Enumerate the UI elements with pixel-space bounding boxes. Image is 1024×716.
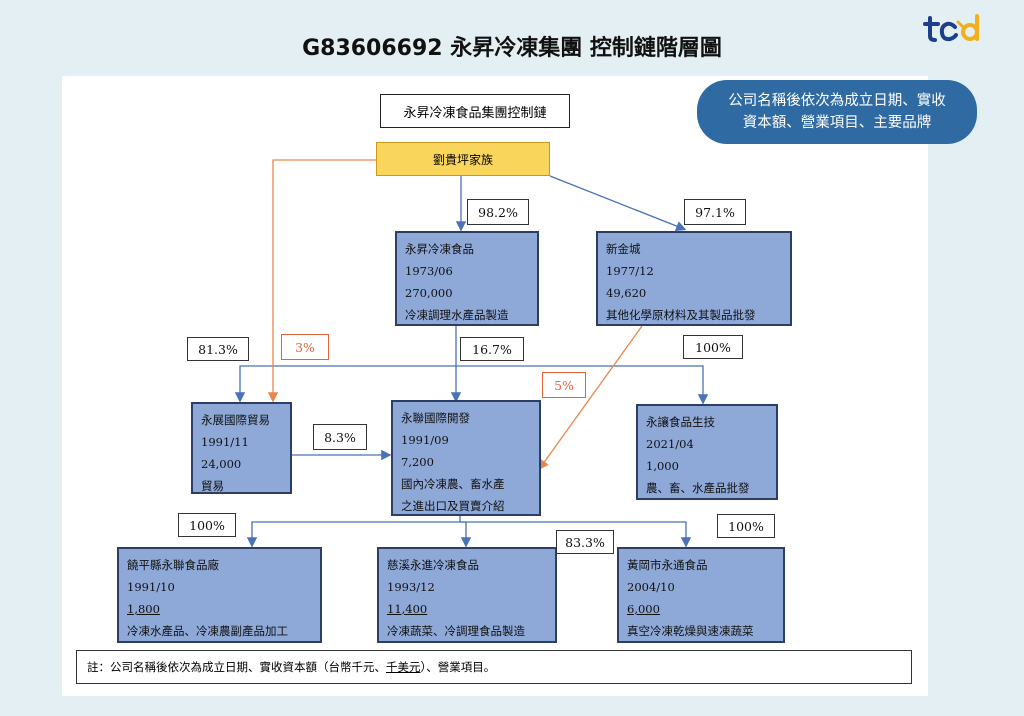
company-business: 冷凍調理水產品製造	[405, 308, 509, 322]
company-name: 永聯國際開發	[401, 411, 470, 425]
pct-label-xinjincheng-yonglian: 5%	[542, 372, 586, 398]
company-name: 饒平縣永聯食品廠	[127, 558, 219, 572]
company-date: 1977/12	[606, 264, 654, 278]
pct-label-yongzhan-yonglian: 8.3%	[313, 424, 367, 450]
company-business: 農、畜、水產品批發	[646, 481, 750, 495]
pct-label-yongsheng-yongrang: 100%	[683, 335, 743, 359]
company-logo	[922, 12, 986, 46]
arrow-xinjincheng-yonglian	[538, 325, 643, 471]
company-capital: 7,200	[401, 455, 434, 469]
company-name: 永展國際貿易	[201, 413, 270, 427]
footnote-underlined: 千美元	[386, 660, 421, 674]
company-capital: 49,620	[606, 286, 647, 300]
family-node: 劉貴坪家族	[376, 142, 550, 176]
company-business: 其他化學原材料及其製品批發	[606, 308, 756, 322]
pct-label-yonglian-huanggang: 100%	[717, 514, 775, 538]
pct-label-family-yongsheng: 98.2%	[467, 199, 529, 225]
company-date: 1991/11	[201, 435, 249, 449]
arrow-yongsheng-yongrang	[456, 365, 709, 405]
company-yonglian: 永聯國際開發 1991/09 7,200 國內冷凍農、畜水產 之進出口及買賣介紹	[391, 400, 541, 516]
pct-label-yonglian-cixi: 83.3%	[556, 530, 614, 554]
legend-bubble: 公司名稱後依次為成立日期、實收 資本額、營業項目、主要品牌	[697, 80, 977, 144]
company-name: 永讓食品生技	[646, 415, 715, 429]
company-capital: 6,000	[627, 602, 660, 616]
company-cixi: 慈溪永進冷凍食品 1993/12 11,400 冷凍蔬菜、冷調理食品製造	[377, 547, 557, 643]
company-date: 2021/04	[646, 437, 694, 451]
company-date: 1993/12	[387, 580, 435, 594]
company-date: 1973/06	[405, 264, 453, 278]
company-name: 慈溪永進冷凍食品	[387, 558, 479, 572]
company-huanggang: 黃岡市永通食品 2004/10 6,000 真空冷凍乾燥與速凍蔬菜	[617, 547, 785, 643]
pct-label-family-yongzhan: 3%	[281, 334, 329, 360]
arrow-family-xinjincheng	[549, 175, 687, 231]
company-yongrang: 永讓食品生技 2021/04 1,000 農、畜、水產品批發	[636, 404, 778, 500]
company-date: 1991/09	[401, 433, 449, 447]
company-yongsheng: 永昇冷凍食品 1973/06 270,000 冷凍調理水產品製造	[395, 231, 539, 326]
footnote-prefix: 註：公司名稱後依次為成立日期、實收資本額（台幣千元、	[87, 660, 386, 674]
company-yongzhan: 永展國際貿易 1991/11 24,000 貿易	[191, 402, 292, 494]
arrow-yonglian-raoping	[246, 516, 461, 548]
company-capital: 24,000	[201, 457, 242, 471]
company-name: 新金城	[606, 242, 641, 256]
company-capital: 11,400	[387, 602, 428, 616]
company-capital: 1,800	[127, 602, 160, 616]
company-date: 1991/10	[127, 580, 175, 594]
pct-label-yongsheng-yonglian: 16.7%	[460, 337, 524, 361]
company-raoping: 饒平縣永聯食品廠 1991/10 1,800 冷凍水產品、冷凍農副產品加工	[117, 547, 322, 643]
company-name: 黃岡市永通食品	[627, 558, 708, 572]
pct-label-yongsheng-yongzhan: 81.3%	[187, 337, 249, 361]
company-capital: 270,000	[405, 286, 453, 300]
company-business: 真空冷凍乾燥與速凍蔬菜	[627, 624, 754, 638]
company-name: 永昇冷凍食品	[405, 242, 474, 256]
company-business: 冷凍蔬菜、冷調理食品製造	[387, 624, 525, 638]
company-business: 貿易	[201, 479, 224, 493]
pct-label-family-xinjincheng: 97.1%	[684, 199, 746, 225]
tcd-logo-icon	[923, 14, 979, 42]
company-date: 2004/10	[627, 580, 675, 594]
arrow-yonglian-huanggang	[460, 521, 692, 548]
company-business-line1: 國內冷凍農、畜水產	[401, 477, 505, 491]
footnote: 註：公司名稱後依次為成立日期、實收資本額（台幣千元、千美元）、營業項目。	[76, 650, 912, 684]
company-business: 冷凍水產品、冷凍農副產品加工	[127, 624, 288, 638]
diagram-title: 永昇冷凍食品集團控制鏈	[380, 94, 570, 128]
company-xinjincheng: 新金城 1977/12 49,620 其他化學原材料及其製品批發	[596, 231, 792, 326]
arrow-yongsheng-yongzhan	[234, 365, 456, 403]
legend-bubble-line1: 公司名稱後依次為成立日期、實收	[728, 93, 946, 109]
company-capital: 1,000	[646, 459, 679, 473]
footnote-suffix: ）、營業項目。	[420, 660, 496, 674]
legend-bubble-line2: 資本額、營業項目、主要品牌	[742, 115, 932, 131]
page-title: G83606692 永昇冷凍集團 控制鏈階層圖	[302, 36, 722, 61]
pct-label-yonglian-raoping: 100%	[178, 513, 236, 537]
company-business-line2: 之進出口及買賣介紹	[401, 499, 505, 513]
arrow-family-yongzhan	[267, 159, 376, 403]
